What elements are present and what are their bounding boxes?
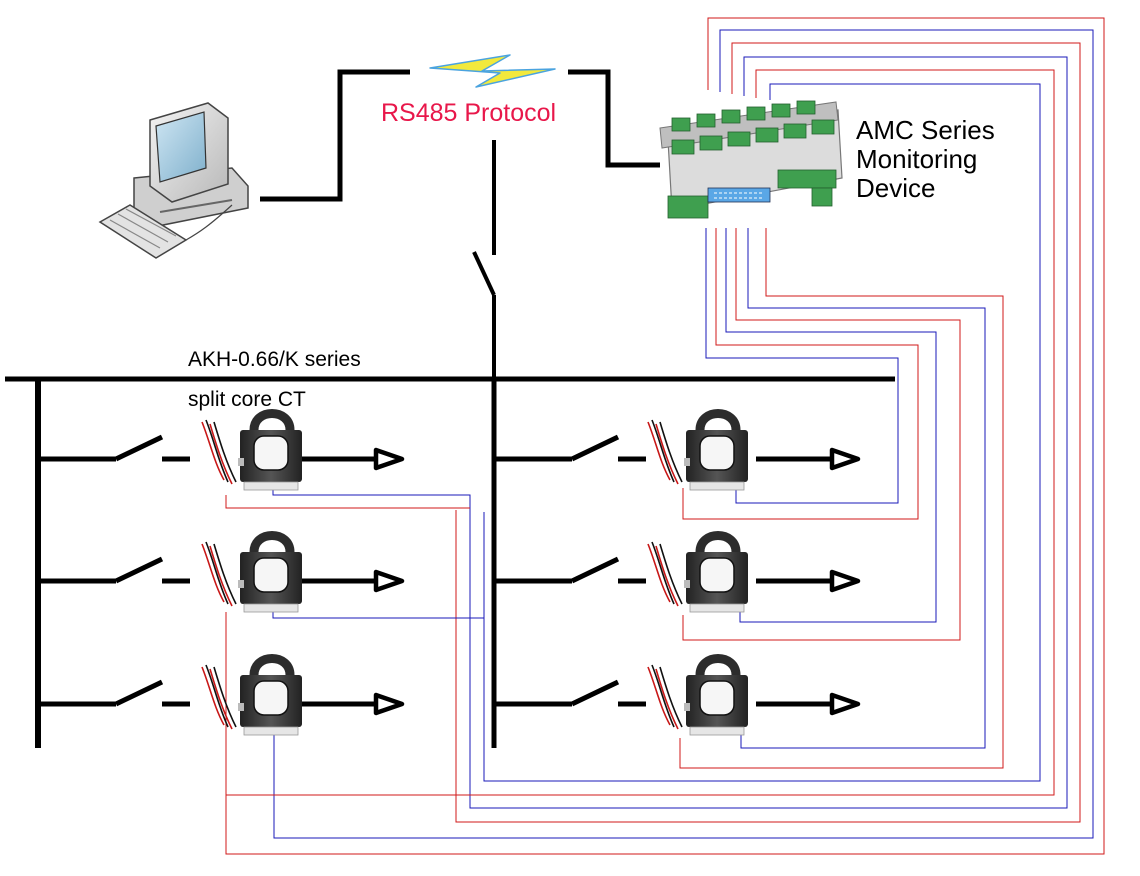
wire-red bbox=[682, 228, 919, 520]
wire-blue bbox=[483, 83, 1041, 782]
split-core-ct-sensors bbox=[202, 414, 748, 736]
feeder-branch bbox=[494, 559, 858, 590]
ct-type-label: split core CT bbox=[188, 388, 306, 411]
wire-blue bbox=[705, 228, 899, 504]
feeder-branch bbox=[494, 437, 858, 468]
signal-wiring bbox=[225, 17, 1105, 855]
device-label-line-1: AMC Series bbox=[856, 115, 995, 145]
protocol-label: RS485 Protocol bbox=[381, 99, 557, 127]
wire-blue bbox=[272, 512, 485, 619]
main-switch-icon bbox=[472, 251, 496, 296]
feeder-branch bbox=[494, 682, 858, 713]
wire-red bbox=[455, 42, 1081, 823]
rs485-link bbox=[260, 69, 660, 202]
device-label-line-3: Device bbox=[856, 173, 936, 203]
split-core-current-transformer-icon bbox=[648, 414, 748, 491]
split-core-current-transformer-icon bbox=[202, 414, 302, 491]
wire-blue bbox=[273, 29, 1094, 839]
wire-red bbox=[225, 69, 1055, 796]
din-rail-monitoring-device-icon bbox=[659, 100, 843, 219]
lightning-bolt-icon bbox=[429, 54, 556, 88]
wire-red bbox=[225, 495, 470, 509]
main-busbar bbox=[5, 140, 895, 748]
wire-blue bbox=[725, 228, 937, 623]
wire-blue bbox=[740, 228, 986, 749]
wire-red bbox=[682, 228, 961, 641]
device-label: AMC Series Monitoring Device bbox=[856, 116, 995, 203]
desktop-computer-icon bbox=[98, 102, 249, 259]
device-label-line-2: Monitoring bbox=[856, 144, 978, 174]
split-core-current-transformer-icon bbox=[202, 536, 302, 613]
split-core-current-transformer-icon bbox=[202, 659, 302, 736]
split-core-current-transformer-icon bbox=[648, 659, 748, 736]
wire-red bbox=[679, 228, 1004, 769]
split-core-current-transformer-icon bbox=[648, 536, 748, 613]
wire-blue bbox=[469, 56, 1068, 809]
ct-series-label: AKH-0.66/K series bbox=[188, 348, 361, 371]
wire-red bbox=[225, 17, 1105, 855]
wire-blue bbox=[272, 490, 471, 500]
